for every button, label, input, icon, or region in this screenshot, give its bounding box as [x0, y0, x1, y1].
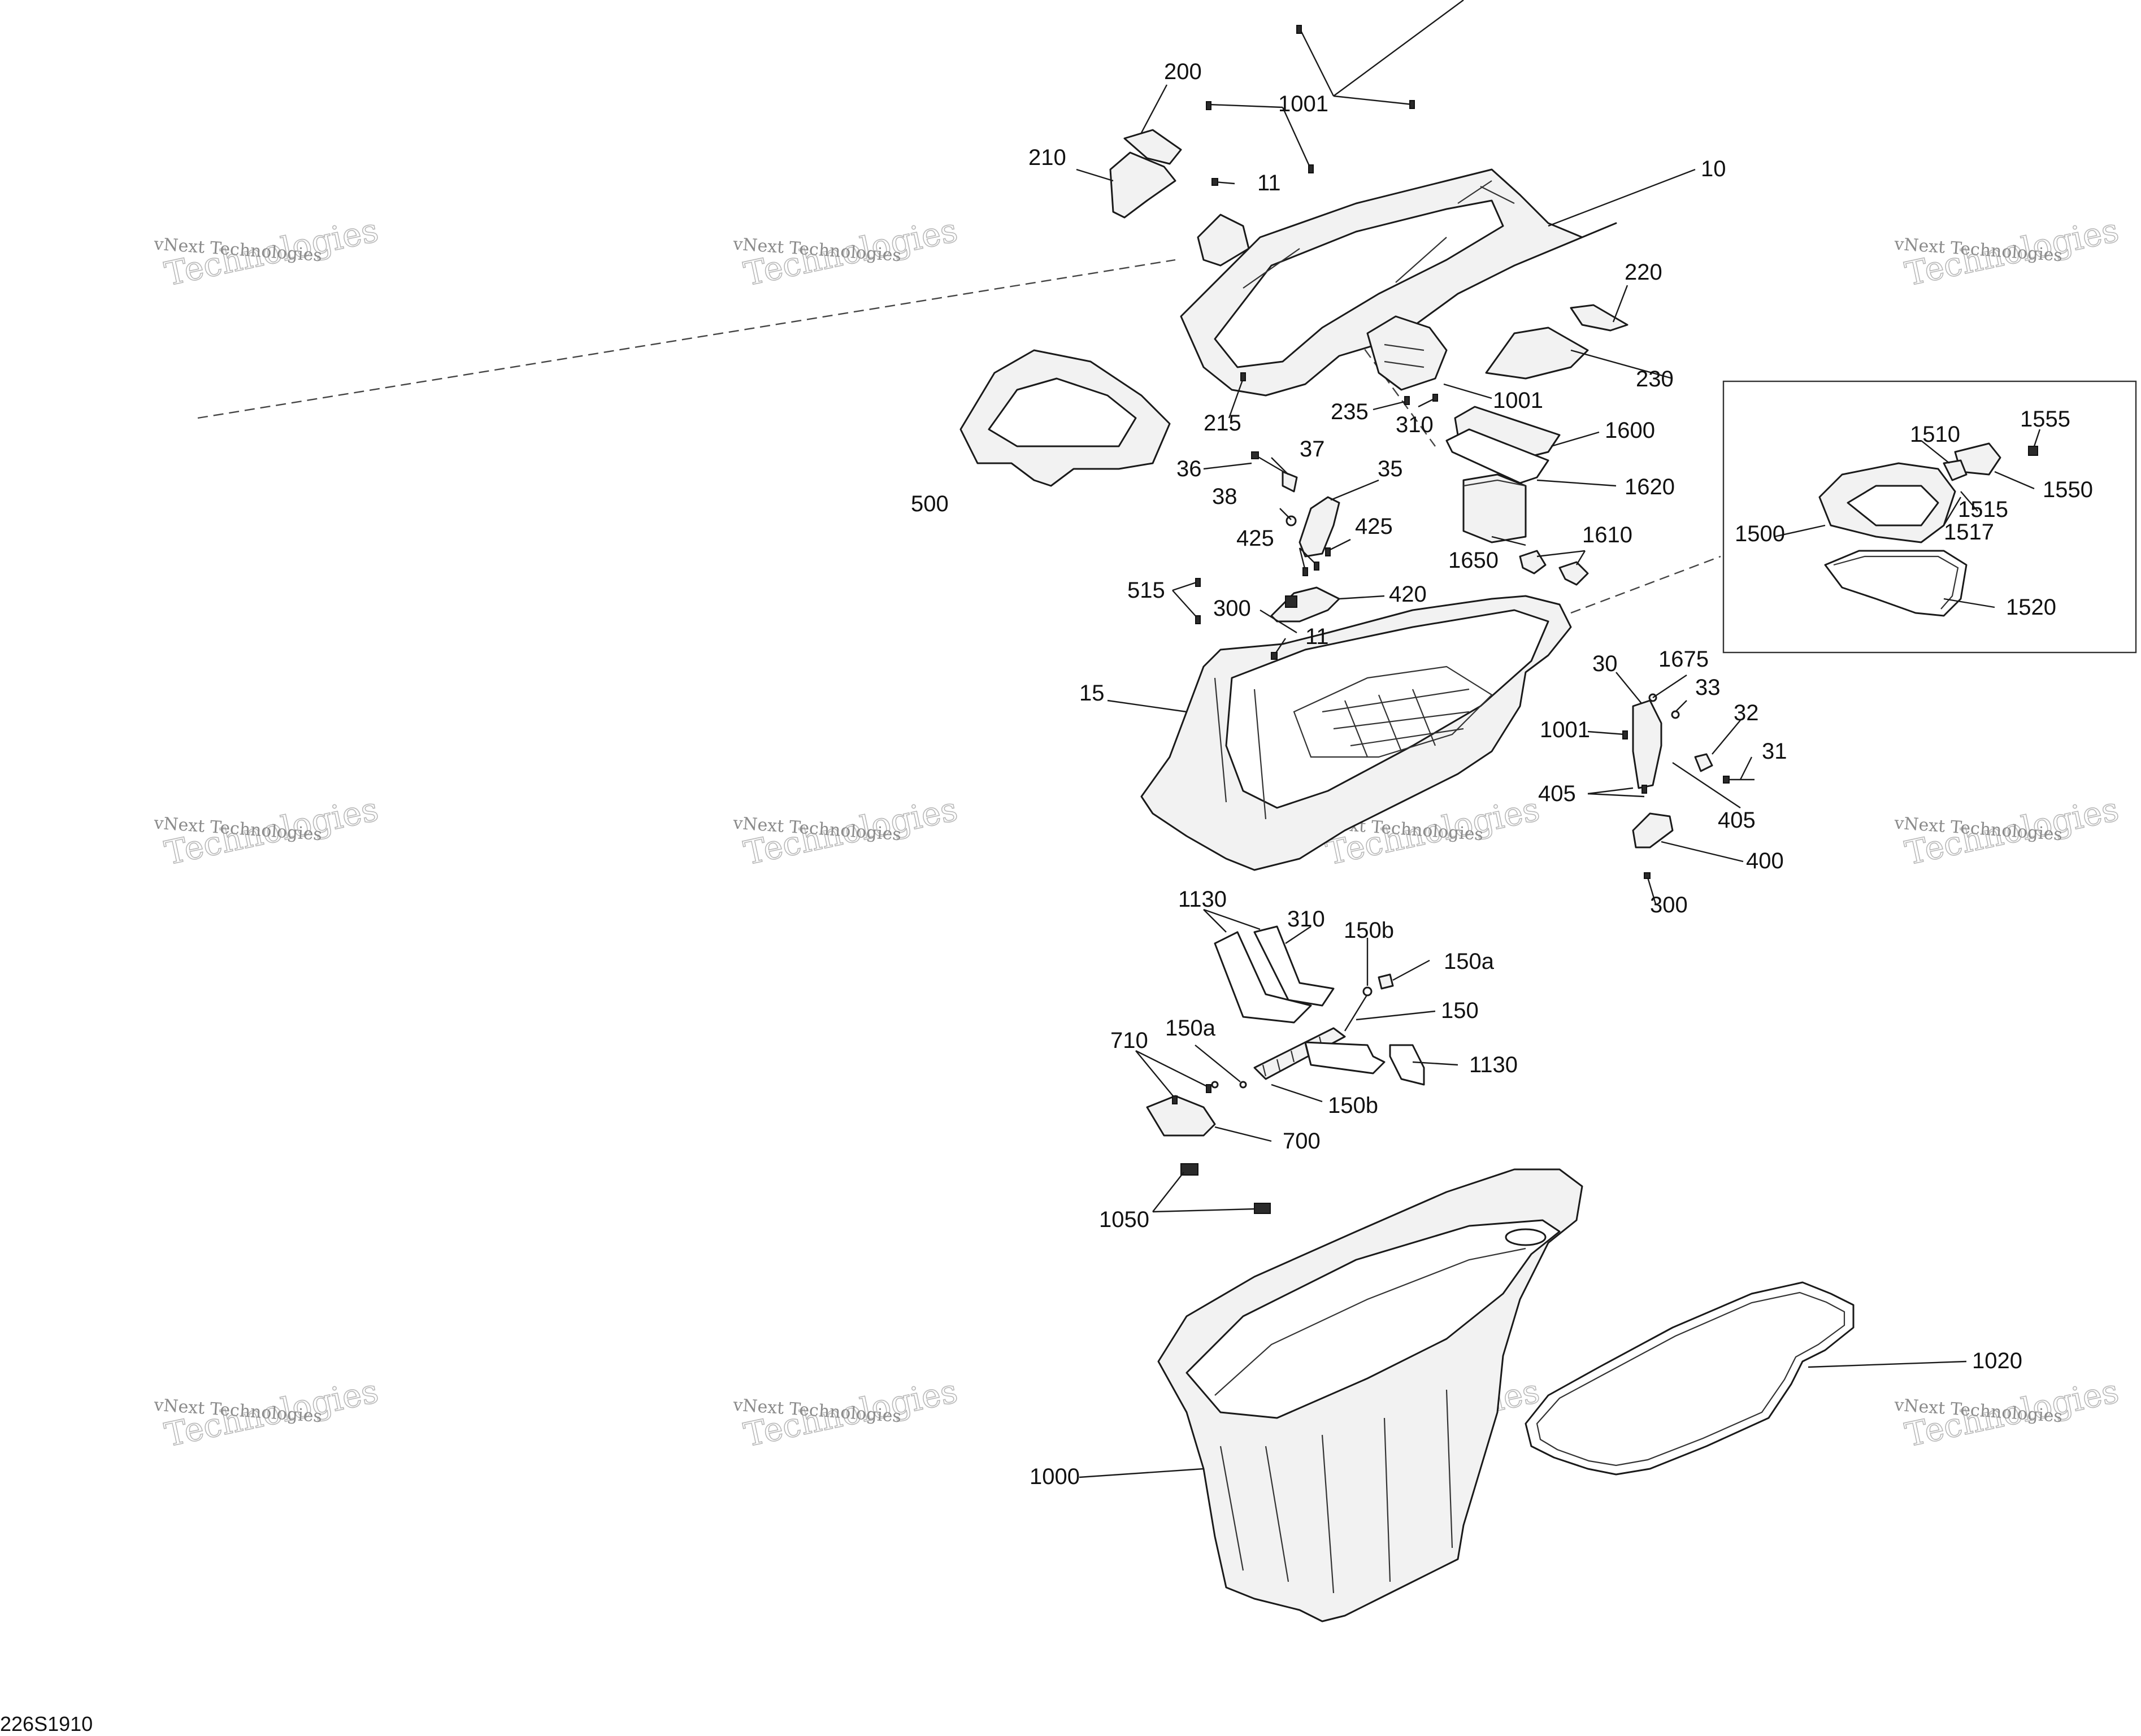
- callout-425a: 425: [1236, 526, 1274, 551]
- callout-11-top: 11: [1257, 171, 1281, 195]
- callout-1550: 1550: [2043, 477, 2093, 502]
- callout-425b: 425: [1355, 514, 1393, 539]
- seat-frame-part-10: [1180, 168, 1617, 397]
- gasket-part-1020: [1525, 1281, 1855, 1476]
- callout-700: 700: [1283, 1129, 1321, 1154]
- callout-230: 230: [1636, 367, 1674, 391]
- callout-1510: 1510: [1910, 422, 1960, 447]
- fasteners: [1172, 25, 1651, 1104]
- callout-405a: 405: [1538, 781, 1576, 806]
- callout-215: 215: [1204, 411, 1241, 436]
- callout-1675: 1675: [1658, 647, 1709, 672]
- callout-310-bot: 310: [1287, 907, 1325, 932]
- seat-nose-part-500: [959, 349, 1171, 487]
- callout-1500: 1500: [1735, 521, 1785, 546]
- callout-150: 150: [1441, 998, 1479, 1023]
- callout-31: 31: [1762, 739, 1787, 764]
- callout-1050: 1050: [1099, 1207, 1149, 1232]
- callout-labels: 1001 200 210 11 10 220 230 1001 215 235 …: [911, 59, 2093, 1489]
- callout-15: 15: [1079, 681, 1105, 706]
- leader-lines: [1076, 0, 2041, 1478]
- callout-235: 235: [1331, 399, 1369, 424]
- callout-210: 210: [1028, 145, 1066, 170]
- callout-300-top: 300: [1213, 596, 1251, 621]
- filter-parts: [1445, 406, 1589, 586]
- callout-1555: 1555: [2020, 407, 2070, 432]
- callout-150b-top: 150b: [1344, 918, 1394, 943]
- callout-1515: 1515: [1958, 497, 2008, 522]
- callout-300-bot: 300: [1650, 893, 1688, 917]
- callout-220: 220: [1625, 260, 1662, 285]
- strap-spring-parts: [1146, 925, 1425, 1214]
- callout-33: 33: [1695, 675, 1721, 700]
- callout-1130b: 1130: [1469, 1052, 1518, 1077]
- inset-frame: [1722, 380, 2137, 654]
- callout-1620: 1620: [1625, 475, 1675, 499]
- callout-1517: 1517: [1944, 520, 1994, 545]
- cover-parts-200-210: [1109, 129, 1182, 219]
- callout-36: 36: [1176, 456, 1202, 481]
- callout-150a-left: 150a: [1165, 1016, 1216, 1041]
- callout-1001-right: 1001: [1540, 717, 1590, 742]
- callout-500: 500: [911, 491, 949, 516]
- callout-1000: 1000: [1030, 1464, 1080, 1489]
- callout-11-mid: 11: [1305, 624, 1329, 649]
- callout-1610: 1610: [1582, 523, 1632, 547]
- seat-base-part-15: [1140, 595, 1572, 871]
- storage-bin-part-1000: [1157, 1168, 1583, 1622]
- callout-10: 10: [1701, 156, 1726, 181]
- callout-400: 400: [1746, 849, 1784, 873]
- cover-parts-220-230: [1485, 304, 1628, 380]
- callout-1020: 1020: [1972, 1348, 2022, 1373]
- callout-1001-mid: 1001: [1493, 388, 1543, 413]
- callout-35: 35: [1378, 456, 1403, 481]
- callout-1001-top: 1001: [1278, 92, 1328, 116]
- callout-1650: 1650: [1448, 548, 1499, 573]
- callout-150a-right: 150a: [1444, 949, 1495, 974]
- callout-420: 420: [1389, 582, 1427, 607]
- callout-1520: 1520: [2006, 595, 2056, 620]
- callout-310-top: 310: [1396, 412, 1434, 437]
- callout-150b-bot: 150b: [1328, 1093, 1378, 1118]
- callout-200: 200: [1164, 59, 1202, 84]
- callout-710: 710: [1110, 1028, 1148, 1053]
- callout-405b: 405: [1718, 808, 1756, 833]
- callout-32: 32: [1734, 701, 1759, 725]
- callout-38: 38: [1212, 484, 1237, 509]
- callout-30: 30: [1592, 651, 1618, 676]
- callout-515: 515: [1127, 578, 1165, 603]
- callout-1130a: 1130: [1178, 887, 1227, 912]
- callout-1600: 1600: [1605, 418, 1655, 443]
- inset-parts: [1818, 442, 2038, 617]
- callout-37: 37: [1300, 437, 1325, 462]
- diagram-code: 226S1910: [0, 1712, 93, 1735]
